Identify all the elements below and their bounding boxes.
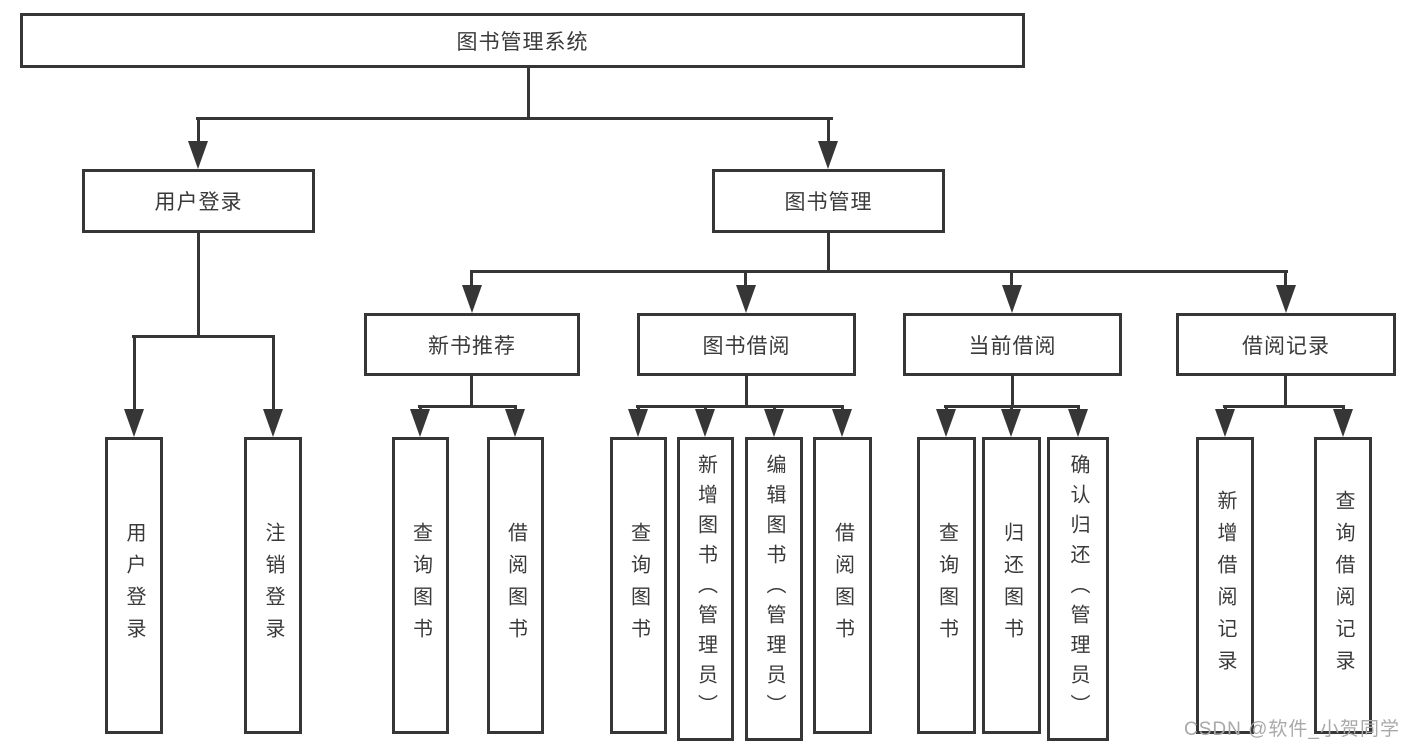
arrowhead-down: [1215, 409, 1235, 437]
node-current-borrow-label: 当前借阅: [968, 334, 1057, 358]
node-root: 图书管理系统: [20, 13, 1025, 68]
connector-line: [636, 405, 844, 408]
leaf-borrow-books-newrec-label: 借阅图书: [504, 521, 527, 650]
arrowhead-down: [1001, 409, 1021, 437]
arrowhead-down: [832, 409, 852, 437]
arrowhead-down: [1276, 285, 1296, 313]
leaf-return-books-label: 归还图书: [1000, 521, 1023, 650]
leaf-query-books-newrec-label: 查询图书: [409, 521, 432, 650]
arrowhead-down: [124, 409, 144, 437]
leaf-query-books-borrow: 查询图书: [610, 437, 667, 734]
leaf-edit-books-admin-label: 编辑图书（管理员）: [763, 454, 785, 724]
leaf-user-login: 用户登录: [105, 437, 163, 734]
node-book-borrow: 图书借阅: [637, 313, 856, 376]
arrowhead-down: [410, 409, 430, 437]
connector-line: [1077, 405, 1080, 409]
arrowhead-down: [462, 285, 482, 313]
leaf-user-login-label: 用户登录: [123, 521, 145, 650]
arrowhead-down: [188, 141, 208, 169]
leaf-add-books-admin: 新增图书（管理员）: [677, 437, 734, 741]
connector-line: [945, 405, 948, 409]
watermark: CSDN @软件_小贺同学: [1184, 719, 1400, 740]
node-book-management-label: 图书管理: [784, 191, 873, 214]
connector-line: [272, 335, 275, 409]
connector-line: [1284, 376, 1287, 405]
connector-line: [827, 233, 830, 270]
leaf-logout: 注销登录: [244, 437, 302, 734]
leaf-confirm-return-admin-label: 确认归还（管理员）: [1067, 454, 1089, 724]
connector-line: [1223, 405, 1345, 408]
arrowhead-down: [1068, 409, 1088, 437]
connector-line: [418, 405, 517, 408]
connector-line: [470, 270, 1288, 273]
leaf-add-borrow-record: 新增借阅记录: [1196, 437, 1254, 734]
connector-line: [1010, 405, 1013, 409]
node-new-book-recommend: 新书推荐: [364, 313, 580, 376]
leaf-query-books-borrow-label: 查询图书: [627, 521, 650, 650]
arrowhead-down: [818, 141, 838, 169]
arrowhead-down: [263, 409, 283, 437]
connector-line: [744, 270, 747, 285]
leaf-confirm-return-admin: 确认归还（管理员）: [1047, 437, 1109, 741]
connector-line: [133, 335, 136, 409]
node-borrow-records-label: 借阅记录: [1242, 334, 1330, 358]
connector-line: [1010, 270, 1013, 285]
node-new-book-recommend-label: 新书推荐: [428, 334, 516, 358]
connector-line: [637, 405, 640, 409]
leaf-add-borrow-record-label: 新增借阅记录: [1214, 489, 1236, 682]
leaf-borrow-books-borrow: 借阅图书: [813, 437, 872, 734]
connector-line: [470, 270, 473, 285]
connector-line: [132, 335, 275, 338]
leaf-query-books-newrec: 查询图书: [392, 437, 449, 734]
connector-line: [1284, 270, 1287, 285]
node-book-borrow-label: 图书借阅: [702, 334, 791, 358]
node-user-login: 用户登录: [82, 169, 315, 233]
arrowhead-down: [505, 409, 525, 437]
node-book-management: 图书管理: [712, 169, 945, 233]
node-root-label: 图书管理系统: [456, 30, 589, 54]
connector-line: [1011, 376, 1014, 405]
leaf-query-books-current: 查询图书: [917, 437, 976, 734]
leaf-query-borrow-record-label: 查询借阅记录: [1332, 489, 1354, 682]
leaf-logout-label: 注销登录: [262, 521, 284, 650]
connector-line: [527, 68, 530, 118]
node-current-borrow: 当前借阅: [903, 313, 1122, 376]
connector-line: [197, 117, 200, 141]
connector-line: [470, 376, 473, 405]
arrowhead-down: [936, 409, 956, 437]
arrowhead-down: [1333, 409, 1353, 437]
connector-line: [773, 405, 776, 409]
connector-line: [196, 117, 833, 120]
connector-line: [841, 405, 844, 409]
leaf-query-borrow-record: 查询借阅记录: [1314, 437, 1372, 734]
node-borrow-records: 借阅记录: [1176, 313, 1396, 376]
node-user-login-label: 用户登录: [154, 191, 243, 214]
connector-line: [514, 405, 517, 409]
arrowhead-down: [628, 409, 648, 437]
connector-line: [745, 376, 748, 405]
connector-line: [419, 405, 422, 409]
connector-line: [1342, 405, 1345, 409]
connector-line: [704, 405, 707, 409]
arrowhead-down: [736, 285, 756, 313]
connector-line: [197, 233, 200, 335]
arrowhead-down: [1002, 285, 1022, 313]
leaf-borrow-books-newrec: 借阅图书: [487, 437, 544, 734]
connector-line: [827, 117, 830, 141]
connector-line: [1224, 405, 1227, 409]
leaf-borrow-books-borrow-label: 借阅图书: [831, 521, 854, 650]
leaf-edit-books-admin: 编辑图书（管理员）: [745, 437, 803, 741]
leaf-add-books-admin-label: 新增图书（管理员）: [694, 454, 717, 724]
leaf-return-books: 归还图书: [982, 437, 1041, 734]
arrowhead-down: [695, 409, 715, 437]
leaf-query-books-current-label: 查询图书: [935, 521, 958, 650]
arrowhead-down: [764, 409, 784, 437]
